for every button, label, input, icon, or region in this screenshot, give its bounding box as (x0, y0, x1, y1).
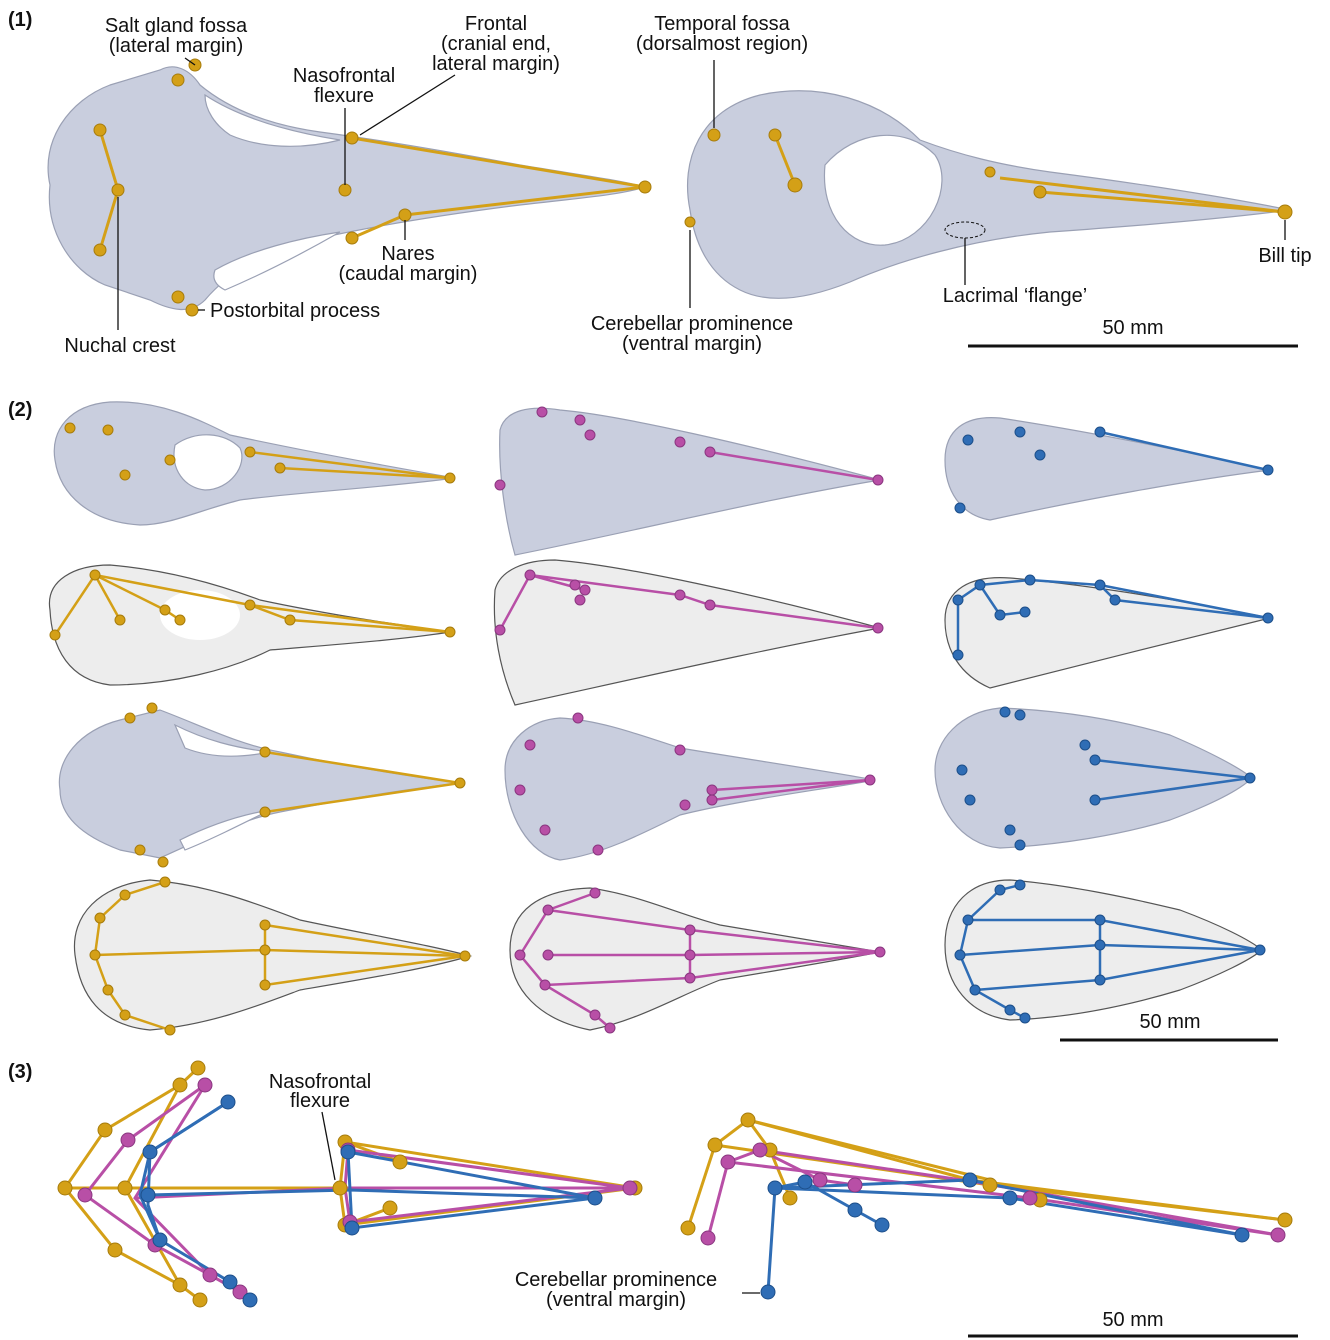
panel3-label-nasofrontal-2: flexure (290, 1090, 350, 1112)
row1-magenta-bill-lateral (500, 408, 880, 555)
label-nasofrontal-2: flexure (314, 85, 374, 107)
row3-blue-skull-dorsal (935, 708, 1252, 848)
panel-1-label: (1) (8, 9, 32, 31)
panel3-lateral-gold-lines (688, 1120, 1285, 1228)
label-lacrimal: Lacrimal ‘flange’ (943, 285, 1088, 307)
panel-2-label: (2) (8, 399, 32, 421)
label-nuchal-crest: Nuchal crest (64, 335, 176, 357)
row3-gold-skull-dorsal (59, 710, 460, 858)
scale-bar-3-label: 50 mm (1102, 1309, 1163, 1331)
row1-gold-skull-lateral (54, 402, 455, 525)
label-postorbital: Postorbital process (210, 300, 380, 322)
label-temporal-2: (dorsalmost region) (636, 33, 808, 55)
label-temporal-1: Temporal fossa (654, 13, 790, 35)
row3-magenta-skull-dorsal (505, 718, 875, 860)
label-nasofrontal-1: Nasofrontal (293, 65, 395, 87)
label-frontal-1: Frontal (465, 13, 527, 35)
label-salt-gland-1: Salt gland fossa (105, 15, 248, 37)
label-nares-2: (caudal margin) (339, 263, 478, 285)
label-cerebellar-2: (ventral margin) (622, 333, 762, 355)
label-nares-1: Nares (381, 243, 434, 265)
panel3-nasofrontal-leader (322, 1112, 335, 1180)
skull-lateral-view (688, 91, 1290, 298)
label-salt-gland-2: (lateral margin) (109, 35, 243, 57)
panel3-label-cerebellar-2: (ventral margin) (546, 1289, 686, 1311)
label-cerebellar-1: Cerebellar prominence (591, 313, 793, 335)
label-frontal-3: lateral margin) (432, 53, 560, 75)
label-bill-tip: Bill tip (1258, 245, 1311, 267)
panel3-label-cerebellar-1: Cerebellar prominence (515, 1269, 717, 1291)
panel-3-label: (3) (8, 1061, 32, 1083)
scale-bar-1-label: 50 mm (1102, 317, 1163, 339)
scale-bar-2-label: 50 mm (1139, 1011, 1200, 1033)
label-frontal-2: (cranial end, (441, 33, 551, 55)
